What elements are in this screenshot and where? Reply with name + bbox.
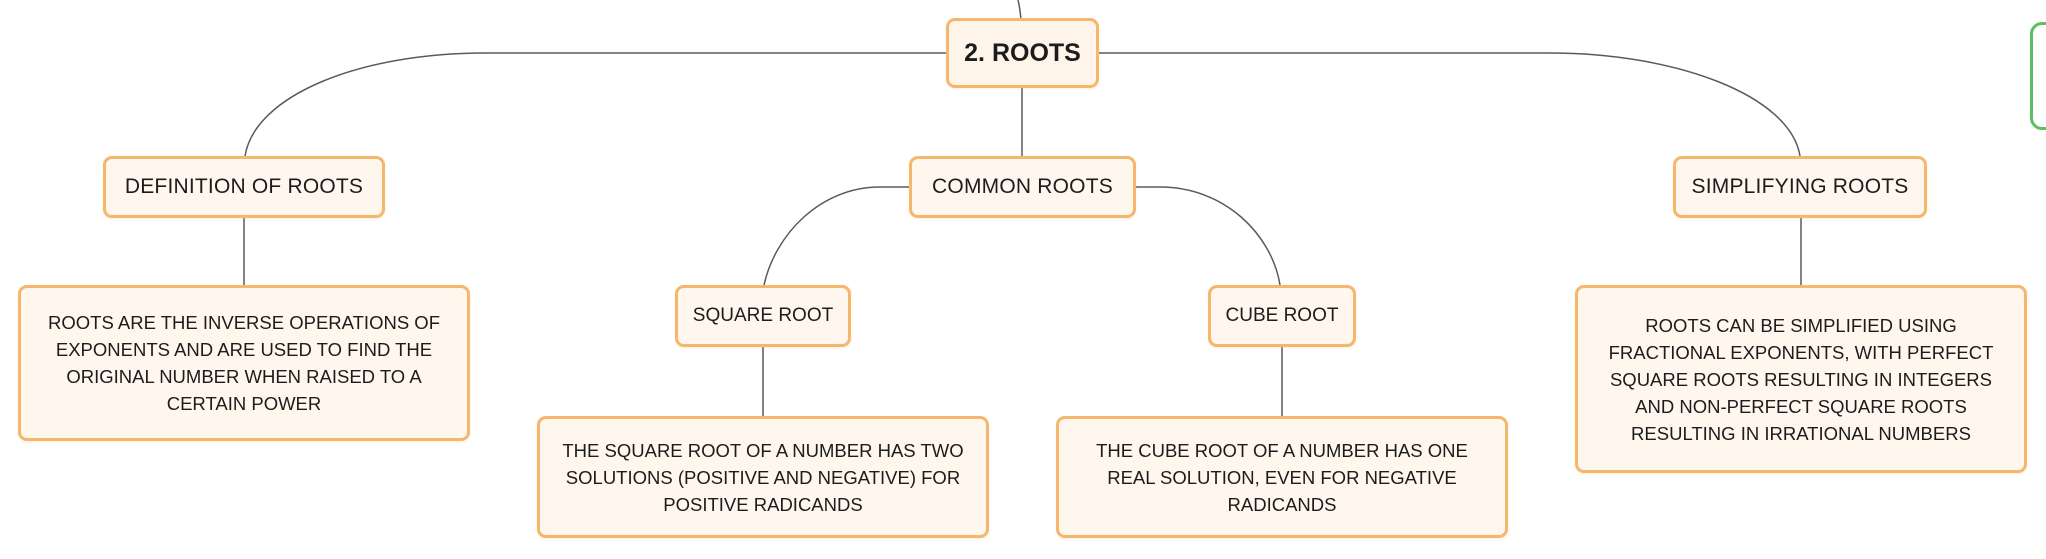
cube-root-detail-node[interactable]: THE CUBE ROOT OF A NUMBER HAS ONE REAL S… xyxy=(1056,416,1508,538)
adjacent-frame-edge xyxy=(2030,22,2046,130)
common-roots-node-label: COMMON ROOTS xyxy=(932,175,1113,198)
square-root-detail-text: THE SQUARE ROOT OF A NUMBER HAS TWO SOLU… xyxy=(562,439,964,515)
definition-node-label: DEFINITION OF ROOTS xyxy=(124,175,364,198)
common-roots-node[interactable]: COMMON ROOTS xyxy=(909,156,1136,218)
connector-common-to-square xyxy=(763,186,910,286)
cube-root-detail-text: THE CUBE ROOT OF A NUMBER HAS ONE REAL S… xyxy=(1096,439,1468,515)
simplifying-detail-text: ROOTS CAN BE SIMPLIFIED USING FRACTIONAL… xyxy=(1608,314,1994,444)
square-root-node-label: SQUARE ROOT xyxy=(692,305,834,326)
definition-node[interactable]: DEFINITION OF ROOTS xyxy=(103,156,385,218)
square-root-node[interactable]: SQUARE ROOT xyxy=(675,285,851,347)
connector-root-to-simplifying xyxy=(1098,52,1801,157)
simplifying-node[interactable]: SIMPLIFYING ROOTS xyxy=(1673,156,1927,218)
definition-detail-text: ROOTS ARE THE INVERSE OPERATIONS OF EXPO… xyxy=(48,312,440,414)
root-node-label: 2. ROOTS xyxy=(964,38,1081,67)
simplifying-node-label: SIMPLIFYING ROOTS xyxy=(1691,175,1909,198)
connector-parent-to-root xyxy=(1017,0,1022,21)
square-root-detail-node[interactable]: THE SQUARE ROOT OF A NUMBER HAS TWO SOLU… xyxy=(537,416,989,538)
simplifying-detail-node[interactable]: ROOTS CAN BE SIMPLIFIED USING FRACTIONAL… xyxy=(1575,285,2027,473)
cube-root-node-label: CUBE ROOT xyxy=(1225,305,1339,326)
definition-detail-node[interactable]: ROOTS ARE THE INVERSE OPERATIONS OF EXPO… xyxy=(18,285,470,441)
cube-root-node[interactable]: CUBE ROOT xyxy=(1208,285,1356,347)
connector-root-to-definition xyxy=(244,52,948,157)
root-node[interactable]: 2. ROOTS xyxy=(946,18,1099,88)
connector-common-to-cube xyxy=(1135,186,1281,286)
